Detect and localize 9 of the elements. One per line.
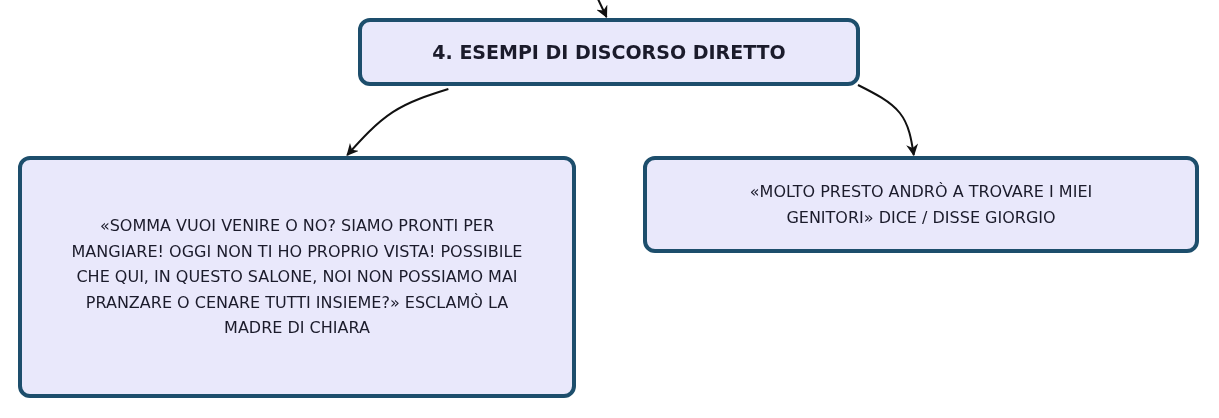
text-box — [18, 156, 576, 398]
arrow — [596, 0, 608, 19]
box-text: «SOMMA VUOI VENIRE O NO? SIAMO PRONTI PER MANGIARE! OGGI NON TI HO PROPRIO VISTA! POSSIBILE CHE QUI, IN QUESTO SALONE, NOI NON POSSIAMO MAI PRANZARE O CENARE TUTTI INSIEME?» ESCLAMÒ LA MADRE DI CHIARA — [70, 215, 524, 340]
box-text: 4. ESEMPI DI DISCORSO DIRETTO — [432, 39, 786, 65]
arrow — [346, 88, 450, 156]
arrow — [857, 84, 919, 157]
box-text: «MOLTO PRESTO ANDRÒ A TROVARE I MIEI GENITORI» DICE / DISSE GIORGIO — [748, 180, 1094, 229]
text-box — [358, 18, 860, 86]
text-box — [643, 156, 1199, 253]
